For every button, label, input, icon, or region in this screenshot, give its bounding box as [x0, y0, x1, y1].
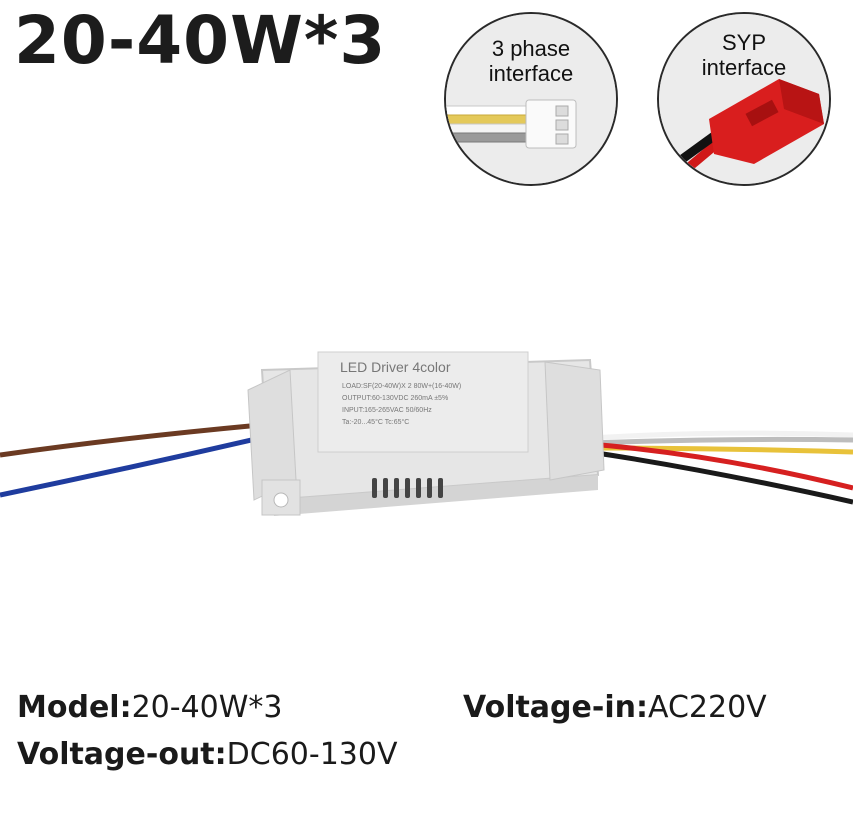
vent-slots: [372, 478, 443, 498]
right-end-cap: [544, 361, 605, 481]
voltage-out-value: DC60-130V: [226, 737, 398, 772]
model-spec: Model:20-40W*3: [17, 690, 283, 725]
three-phase-label: 3 phase interface: [446, 36, 616, 86]
label-panel: [317, 351, 529, 453]
red-wire: [589, 441, 853, 491]
voltage-in-label: Voltage-in:: [463, 690, 648, 725]
label-heading: LED Driver 4color: [340, 359, 451, 375]
voltage-out-spec: Voltage-out:DC60-130V: [17, 737, 397, 772]
callout-line: SYP: [721, 30, 767, 55]
callout-line: 3 phase: [491, 36, 571, 61]
callout-line: interface: [701, 55, 787, 80]
blue-wire: [0, 435, 261, 498]
syp-callout: SYP interface: [657, 12, 831, 186]
label-line: OUTPUT:60-130VDC 260mA ±5%: [342, 395, 448, 402]
voltage-in-value: AC220V: [647, 690, 767, 725]
three-phase-connector-illustration: [446, 14, 616, 184]
label-line: INPUT:165-265VAC 50/60Hz: [342, 407, 432, 414]
grey-wire: [589, 436, 853, 446]
callout-line: interface: [488, 61, 574, 86]
white-wire: [589, 430, 853, 441]
model-value: 20-40W*3: [131, 690, 283, 725]
voltage-out-label: Voltage-out:: [17, 737, 227, 772]
three-phase-callout: 3 phase interface: [444, 12, 618, 186]
page-title: 20-40W*3: [14, 2, 387, 79]
model-label: Model:: [17, 690, 132, 725]
black-wire: [589, 449, 853, 505]
syp-connector-illustration: [659, 14, 829, 184]
label-line: Ta:-20...45°C Tc:65°C: [342, 418, 409, 426]
label-line: LOAD:SF(20-40W)X 2 80W+(16-40W): [342, 383, 461, 390]
led-driver-product: LED Driver 4color LOAD:SF(20-40W)X 2 80W…: [0, 351, 853, 516]
brown-wire: [0, 422, 261, 458]
voltage-in-spec: Voltage-in:AC220V: [463, 690, 767, 725]
syp-label: SYP interface: [659, 30, 829, 80]
